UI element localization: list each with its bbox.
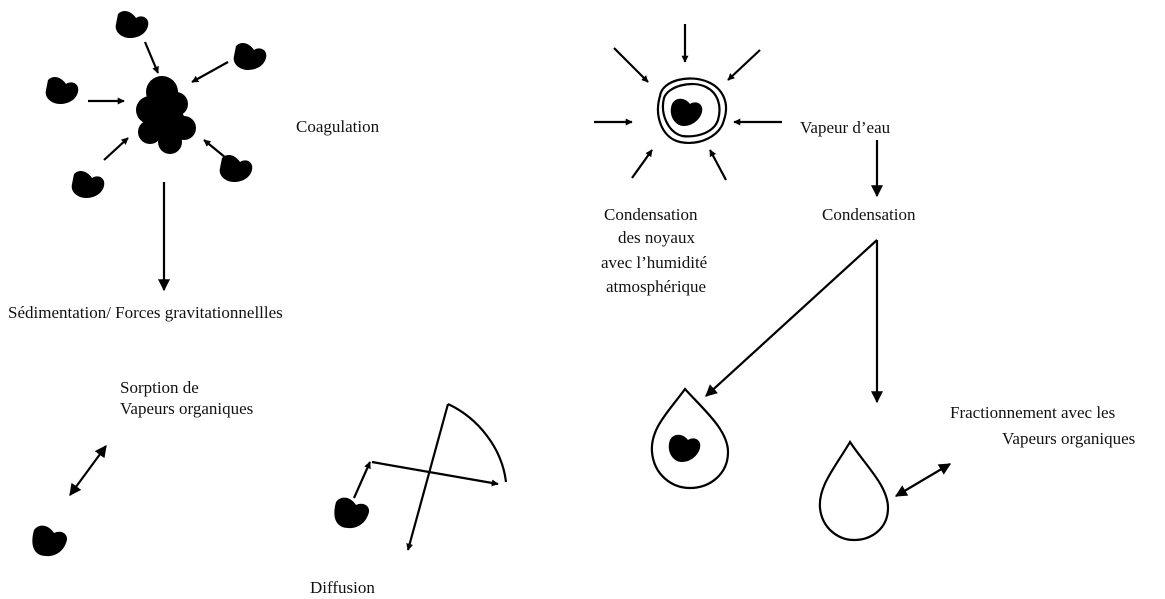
nuclei-label-line1: Condensation <box>604 205 698 224</box>
diffusion-group: Diffusion <box>310 403 508 597</box>
particle <box>219 155 253 182</box>
humidity-arrow <box>631 149 653 179</box>
coagulation-arrow <box>191 61 229 83</box>
vapeur-eau-label: Vapeur d’eau <box>800 118 891 137</box>
particle <box>32 525 68 557</box>
empty-droplet <box>818 439 890 542</box>
particle <box>45 77 79 104</box>
sorption-double-arrow <box>69 445 107 496</box>
nucleus-particle <box>670 98 703 126</box>
droplet-with-nucleus <box>650 387 730 490</box>
diffusion-step <box>352 461 372 499</box>
diffusion-step <box>406 403 450 551</box>
particle <box>71 171 105 198</box>
diffusion-arc <box>447 403 508 483</box>
sorption-label-line2: Vapeurs organiques <box>120 399 253 418</box>
droplet-outline <box>656 77 728 144</box>
fractionnement-label-line2: Vapeurs organiques <box>1002 429 1135 448</box>
vapour-condensation-group: Vapeur d’eau Condensation Fractionnement… <box>650 118 1135 542</box>
sorption-label-line1: Sorption de <box>120 378 199 397</box>
coagulation-arrow <box>103 137 129 161</box>
nuclei-condensation-group: Condensation des noyaux avec l’humidité … <box>594 24 782 296</box>
particle <box>115 11 149 38</box>
nuclei-label-line4: atmosphérique <box>606 277 706 296</box>
particle <box>334 497 370 529</box>
humidity-arrow <box>709 149 727 181</box>
nuclei-label-line3: avec l’humidité <box>601 253 707 272</box>
humidity-arrow <box>727 49 761 81</box>
particle <box>233 43 267 70</box>
diffusion-step <box>371 460 499 487</box>
coagulation-group: Coagulation Sédimentation/ Forces gravit… <box>8 11 380 322</box>
humidity-arrow <box>613 47 649 83</box>
nuclei-label-line2: des noyaux <box>618 228 695 247</box>
condensation-branch-arrow <box>705 239 878 397</box>
sorption-group: Sorption de Vapeurs organiques <box>32 378 253 557</box>
coagulation-arrow <box>203 139 227 159</box>
droplet-inner-outline <box>661 82 721 138</box>
fractionation-double-arrow <box>894 463 952 497</box>
nucleus-particle <box>668 434 701 462</box>
coagulation-arrow <box>143 41 160 74</box>
fractionnement-label-line1: Fractionnement avec les <box>950 403 1115 422</box>
agglomerate <box>136 76 196 154</box>
sedimentation-label: Sédimentation/ Forces gravitationnellles <box>8 303 283 322</box>
coagulation-label: Coagulation <box>296 117 380 136</box>
condensation-label: Condensation <box>822 205 916 224</box>
diffusion-label: Diffusion <box>310 578 375 597</box>
